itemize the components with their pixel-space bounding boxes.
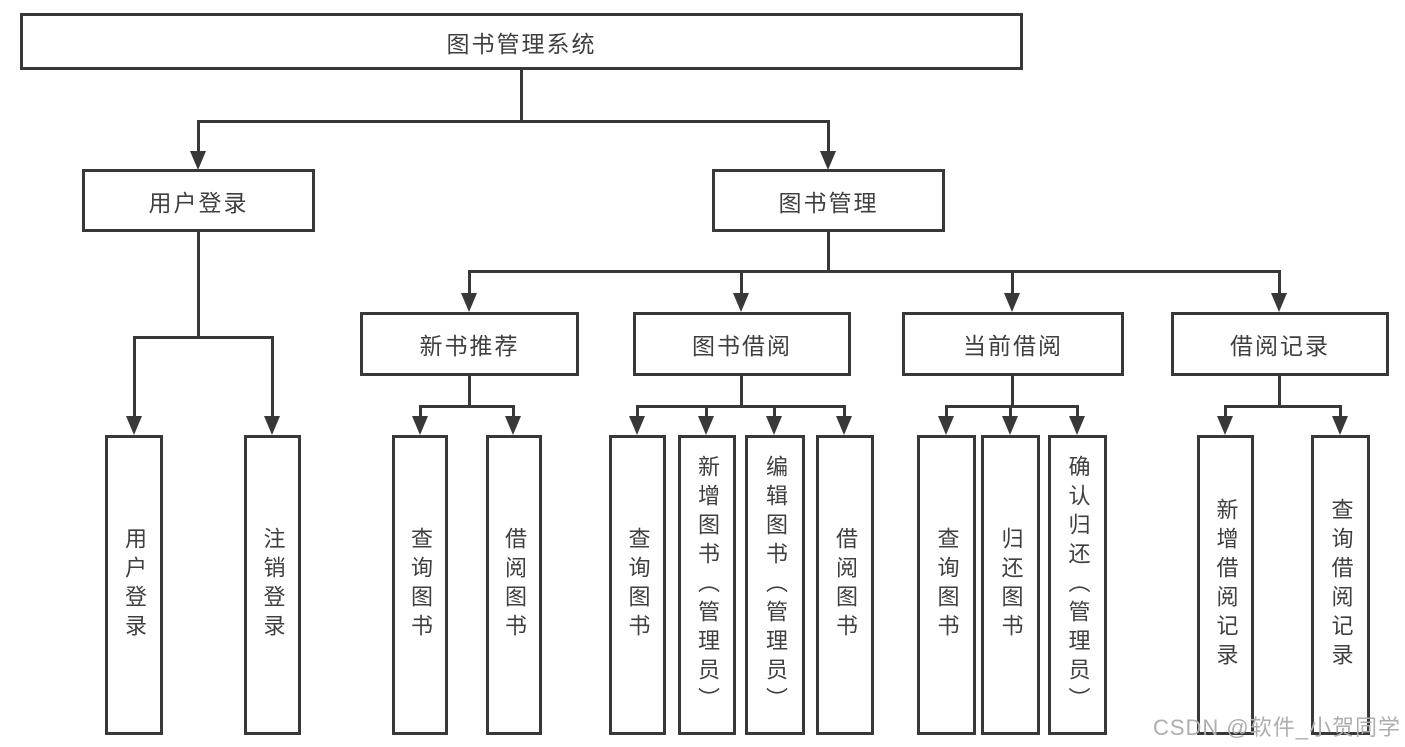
arrowhead-icon <box>1069 416 1085 435</box>
arrowhead-icon <box>629 416 645 435</box>
connector-line <box>1009 405 1012 419</box>
arrowhead-icon <box>1002 416 1018 435</box>
node-book-management: 图书管理 <box>712 169 945 232</box>
connector-line <box>1011 376 1014 408</box>
leaf-current-query-books: 查询图书 <box>917 435 976 735</box>
connector-line <box>827 232 830 273</box>
arrowhead-icon <box>1004 293 1020 312</box>
node-current-borrow: 当前借阅 <box>902 312 1124 376</box>
connector-line <box>740 376 743 408</box>
node-label: 新书推荐 <box>419 333 520 359</box>
arrowhead-icon <box>190 151 206 170</box>
node-label: 图书管理 <box>778 189 879 216</box>
arrowhead-icon <box>698 416 714 435</box>
node-label: 注销登录 <box>260 527 286 643</box>
arrowhead-icon <box>733 293 749 312</box>
arrowhead-icon <box>820 151 836 170</box>
connector-line <box>133 336 136 418</box>
watermark-text: CSDN @软件_小贺同学 <box>1152 715 1401 740</box>
leaf-borrow-query-books: 查询图书 <box>609 435 666 735</box>
leaf-recommend-borrow-books: 借阅图书 <box>486 435 542 735</box>
arrowhead-icon <box>1217 416 1233 435</box>
arrowhead-icon <box>766 416 782 435</box>
node-label: 查询图书 <box>408 527 433 643</box>
node-label: 编辑图书（管理员） <box>763 454 788 716</box>
node-label: 借阅图书 <box>502 527 527 643</box>
node-new-book-recommend: 新书推荐 <box>360 312 579 376</box>
arrowhead-icon <box>126 416 142 435</box>
connector-line <box>827 120 830 154</box>
connector-line <box>740 270 743 297</box>
connector-line <box>469 270 1281 273</box>
node-label: 当前借阅 <box>963 333 1063 359</box>
connector-line <box>1278 270 1281 297</box>
connector-line <box>520 70 523 123</box>
node-label: 借阅图书 <box>833 527 858 643</box>
connector-line <box>197 120 830 123</box>
connector-line <box>945 405 948 419</box>
connector-line <box>1224 405 1227 419</box>
node-label: 图书管理系统 <box>446 30 597 57</box>
connector-line <box>843 405 846 419</box>
arrowhead-icon <box>1271 293 1287 312</box>
node-user-login: 用户登录 <box>82 169 315 232</box>
leaf-recommend-query-books: 查询图书 <box>392 435 448 735</box>
node-label: 新增借阅记录 <box>1213 498 1239 672</box>
node-label: 借阅记录 <box>1230 333 1330 359</box>
connector-line <box>1278 376 1281 408</box>
arrowhead-icon <box>836 416 852 435</box>
node-root-system: 图书管理系统 <box>20 13 1023 70</box>
connector-line <box>197 232 200 339</box>
node-book-borrow: 图书借阅 <box>633 312 851 376</box>
connector-line <box>773 405 776 419</box>
node-label: 查询图书 <box>625 527 651 643</box>
connector-line <box>419 405 422 419</box>
arrowhead-icon <box>264 416 280 435</box>
connector-line <box>1339 405 1342 419</box>
node-label: 图书借阅 <box>692 333 792 359</box>
arrowhead-icon <box>938 416 954 435</box>
connector-line <box>468 376 471 408</box>
connector-line <box>1224 405 1341 408</box>
arrowhead-icon <box>1332 416 1348 435</box>
leaf-borrow-add-books-admin: 新增图书（管理员） <box>678 435 736 735</box>
node-label: 确认归还（管理员） <box>1065 454 1091 716</box>
connector-line <box>271 336 274 418</box>
leaf-records-add-record: 新增借阅记录 <box>1197 435 1254 735</box>
leaf-logout: 注销登录 <box>244 435 301 735</box>
connector-line <box>197 120 200 154</box>
arrowhead-icon <box>505 416 521 435</box>
node-label: 查询图书 <box>934 527 960 643</box>
connector-line <box>1011 270 1014 297</box>
arrowhead-icon <box>461 293 477 312</box>
leaf-current-return-books: 归还图书 <box>981 435 1040 735</box>
node-label: 用户登录 <box>148 189 249 216</box>
node-label: 新增图书（管理员） <box>695 454 720 716</box>
leaf-records-query-record: 查询借阅记录 <box>1311 435 1370 735</box>
connector-line <box>1076 405 1079 419</box>
leaf-current-confirm-return-admin: 确认归还（管理员） <box>1048 435 1107 735</box>
connector-line <box>636 405 639 419</box>
connector-line <box>512 405 515 419</box>
leaf-user-login: 用户登录 <box>105 435 163 735</box>
leaf-borrow-edit-books-admin: 编辑图书（管理员） <box>745 435 805 735</box>
connector-line <box>133 336 274 339</box>
node-borrow-records: 借阅记录 <box>1171 312 1389 376</box>
leaf-borrow-borrow-books: 借阅图书 <box>816 435 874 735</box>
node-label: 查询借阅记录 <box>1328 498 1354 672</box>
connector-line <box>468 270 471 297</box>
connector-line <box>705 405 708 419</box>
connector-line <box>636 405 846 408</box>
node-label: 用户登录 <box>122 527 147 643</box>
node-label: 归还图书 <box>998 527 1024 643</box>
arrowhead-icon <box>412 416 428 435</box>
connector-line <box>419 405 515 408</box>
